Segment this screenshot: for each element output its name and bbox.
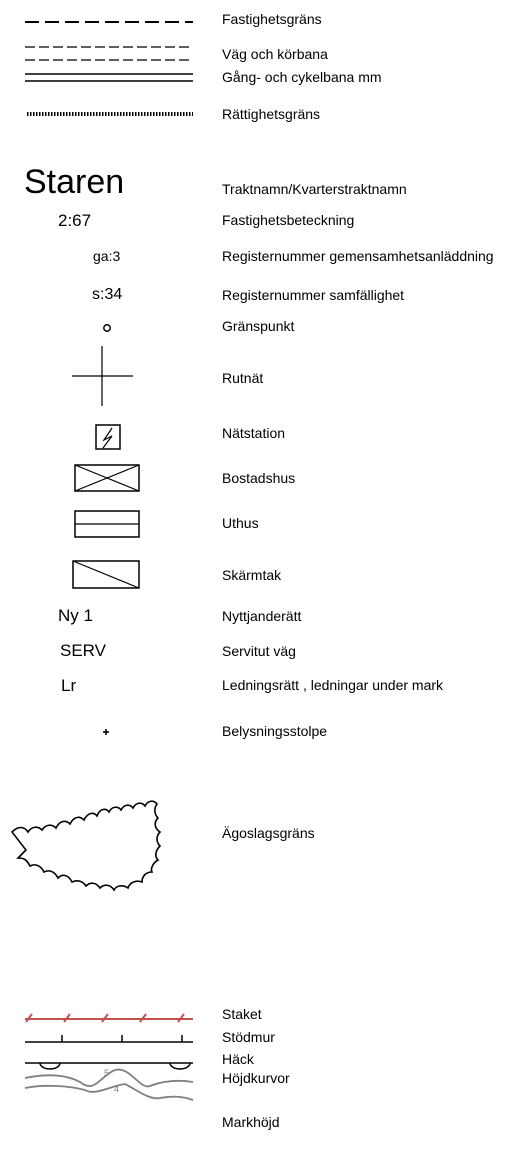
label-fastbet: Fastighetsbeteckning	[222, 212, 355, 228]
label-hojdkurvor: Höjdkurvor	[222, 1070, 290, 1086]
trakt-symbol-text: Staren	[24, 163, 125, 201]
label-belysning: Belysningsstolpe	[222, 723, 328, 739]
label-markhojd: Markhöjd	[222, 1114, 280, 1130]
nyttjande-symbol-text: Ny 1	[58, 606, 93, 625]
label-ga: Registernummer gemensamhetsanläddning	[222, 248, 494, 264]
contour-label-4: 4	[114, 1084, 119, 1094]
label-s: Registernummer samfällighet	[222, 287, 405, 303]
label-stodmur: Stödmur	[222, 1029, 275, 1045]
label-vag: Väg och körbana	[222, 46, 328, 62]
label-staket: Staket	[222, 1006, 262, 1022]
ga-symbol-text: ga:3	[93, 248, 121, 264]
label-natstation: Nätstation	[222, 425, 286, 441]
label-fastighetsgrans: Fastighetsgräns	[222, 11, 322, 27]
label-agoslag: Ägoslagsgräns	[222, 825, 315, 841]
contour-label-5: 5	[104, 1068, 109, 1078]
label-servitut: Servitut väg	[222, 643, 296, 659]
label-uthus: Uthus	[222, 515, 259, 531]
label-trakt: Traktnamn/Kvarterstraktnamn	[222, 181, 407, 197]
fastbet-symbol-text: 2:67	[58, 211, 92, 230]
label-ledning: Ledningsrätt , ledningar under mark	[222, 677, 444, 693]
label-granspunkt: Gränspunkt	[222, 318, 295, 334]
label-skarmtak: Skärmtak	[222, 567, 282, 583]
label-nyttjande: Nyttjanderätt	[222, 608, 302, 624]
label-rattighet: Rättighetsgräns	[222, 106, 321, 122]
ledning-symbol-text: Lr	[61, 676, 77, 695]
s-symbol-text: s:34	[92, 286, 123, 303]
label-bostadshus: Bostadshus	[222, 470, 296, 486]
label-hack: Häck	[222, 1051, 254, 1067]
label-rutnat: Rutnät	[222, 370, 264, 386]
servitut-symbol-text: SERV	[60, 641, 106, 660]
label-gang: Gång- och cykelbana mm	[222, 69, 382, 85]
